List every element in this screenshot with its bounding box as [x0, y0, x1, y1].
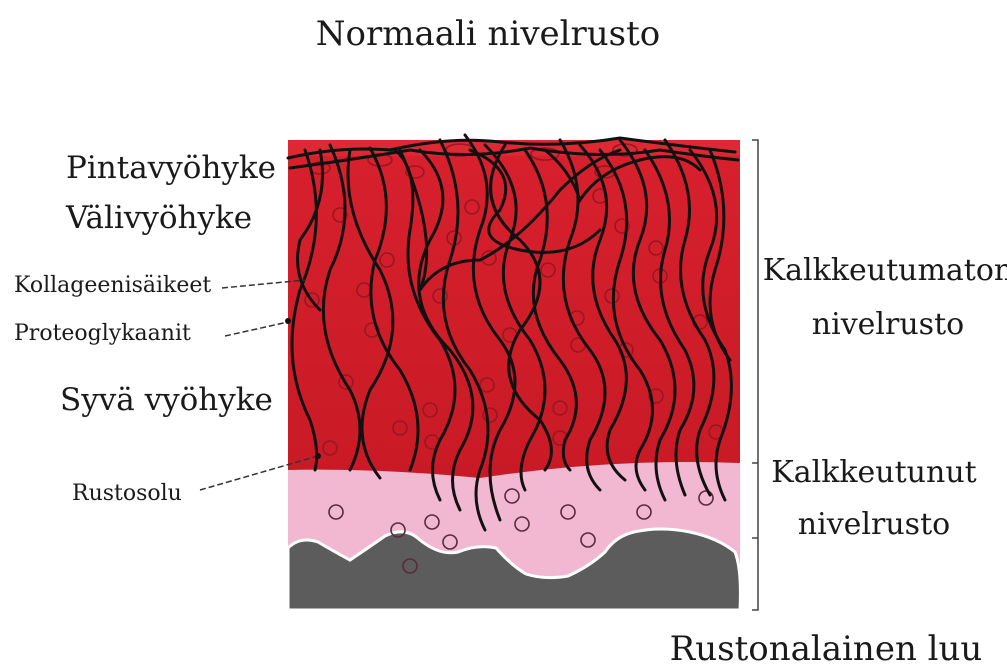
- label-collagen-fibers: Kollageenisäikeet: [14, 273, 211, 298]
- pointer-dot-proteoglycans: [285, 318, 291, 324]
- label-subchondral-bone: Rustonalainen luu: [670, 629, 983, 669]
- label-uncalcified-line2: nivelrusto: [812, 307, 964, 342]
- label-calcified-line1: Kalkkeutunut: [771, 455, 976, 490]
- label-uncalcified-line1: Kalkkeutumaton: [763, 253, 1007, 288]
- label-surface-zone: Pintavyöhyke: [66, 150, 276, 186]
- pointer-dot-chondrocyte: [315, 453, 321, 459]
- pointer-proteoglycans: [225, 322, 288, 336]
- label-calcified-line2: nivelrusto: [798, 507, 950, 542]
- label-chondrocyte: Rustosolu: [72, 481, 182, 506]
- zone-bracket: [752, 140, 758, 610]
- label-deep-zone: Syvä vyöhyke: [60, 382, 273, 418]
- diagram-title: Normaali nivelrusto: [316, 14, 661, 54]
- label-proteoglycans: Proteoglykaanit: [14, 321, 191, 346]
- label-middle-zone: Välivyöhyke: [65, 200, 252, 236]
